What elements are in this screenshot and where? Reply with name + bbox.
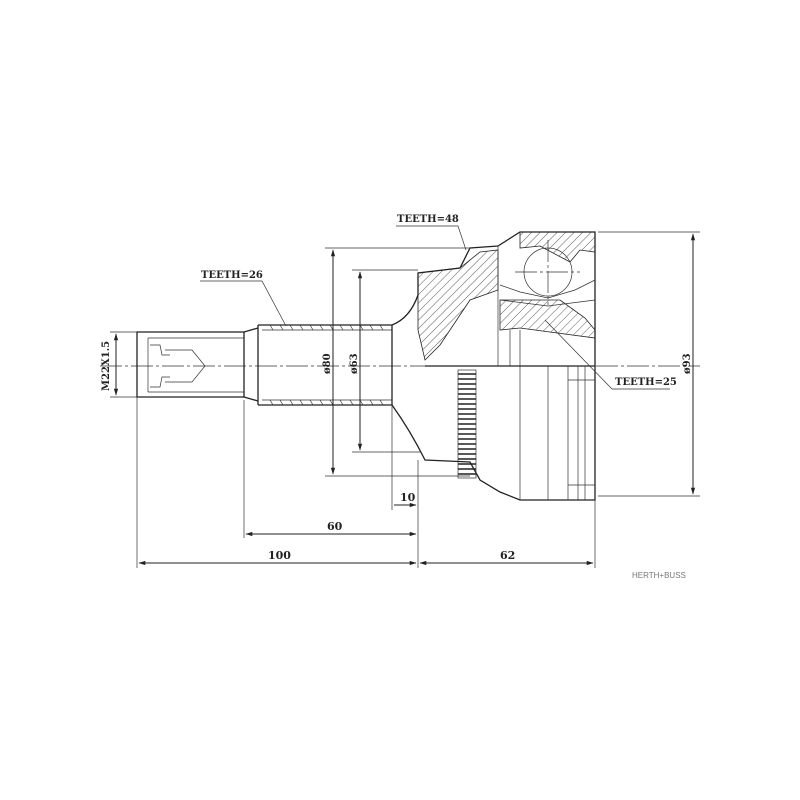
- length-60-label: 60: [327, 520, 343, 533]
- brand-watermark: HERTH+BUSS: [632, 571, 686, 580]
- length-62-label: 62: [500, 549, 515, 562]
- diameter-63-label: ø63: [349, 353, 360, 374]
- leader-lines: [200, 225, 670, 390]
- diameter-80-label: ø80: [322, 353, 333, 374]
- teeth-26-label: TEETH=26: [201, 270, 263, 281]
- thread-dimension-label: M22X1.5: [101, 341, 112, 391]
- threaded-stub: [136, 331, 244, 398]
- teeth-25-label: TEETH=25: [615, 377, 677, 388]
- length-10-label: 10: [400, 491, 416, 504]
- splined-shaft: [243, 324, 393, 406]
- dimension-lines: [110, 231, 700, 568]
- diameter-93-label: ø93: [682, 353, 693, 374]
- joint-housing: [391, 231, 596, 501]
- length-100-label: 100: [268, 549, 291, 562]
- teeth-48-label: TEETH=48: [397, 214, 459, 225]
